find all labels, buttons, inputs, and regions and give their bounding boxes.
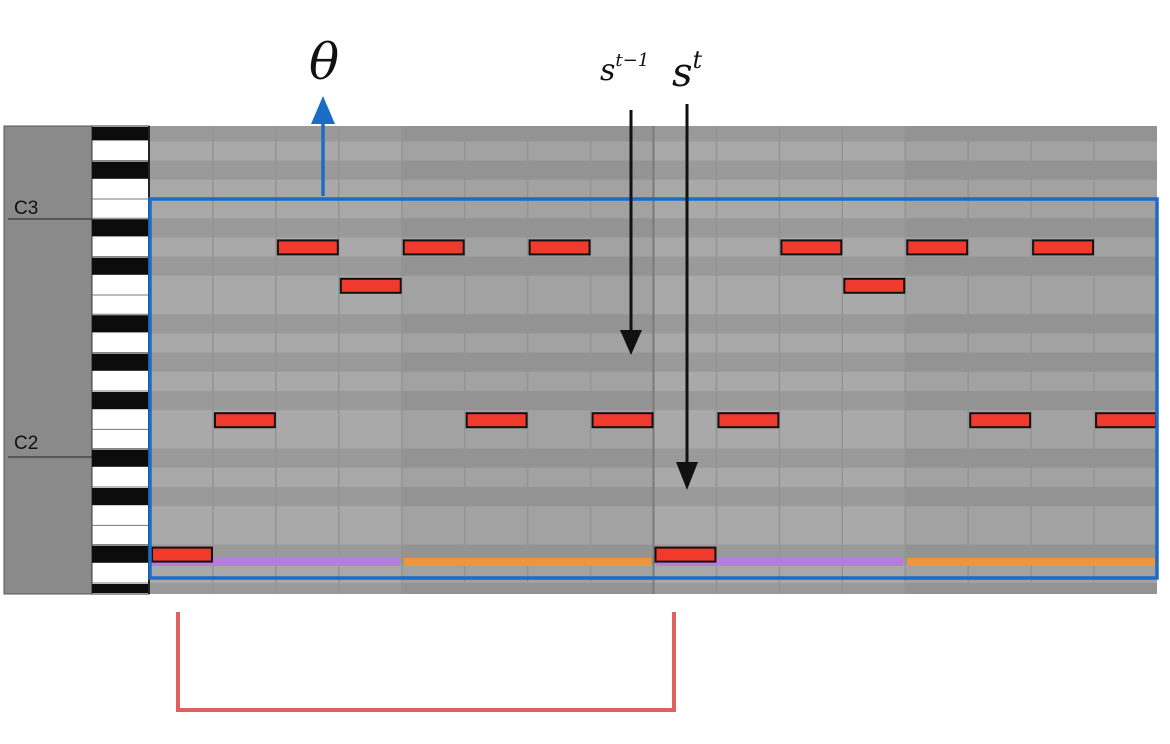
s-cur-label: st [672,46,703,96]
segment-bar-2 [655,558,904,566]
note [717,412,780,429]
segment-bar-3 [907,558,1155,566]
notes [151,239,1157,563]
note [591,412,654,429]
segment-bars [152,558,1155,566]
segment-bar-0 [152,558,400,566]
black-key [92,127,149,141]
theta-label: θ [309,33,339,91]
note [1095,412,1157,429]
note [906,239,969,256]
black-key [92,488,149,506]
note [969,412,1032,429]
octave-label-c3: C3 [14,198,38,219]
black-key [92,392,149,410]
note [465,412,528,429]
note [151,546,213,563]
black-key [92,353,149,371]
note [402,239,465,256]
black-key [92,545,149,563]
note [780,239,843,256]
window-bracket [176,612,676,712]
keyboard-sidebar [3,125,93,595]
octave-label-c2: C2 [14,433,38,454]
note [339,277,402,294]
note [654,546,717,563]
black-key [92,449,149,467]
theta-arrow [311,96,335,196]
context-box [148,197,1159,580]
note-grid [150,126,1157,594]
black-key [92,219,149,237]
segment-bar-1 [403,558,652,566]
piano-keys [91,125,150,595]
note [843,277,906,294]
note [1032,239,1095,256]
black-key [92,257,149,275]
black-key [92,584,149,593]
note [276,239,339,256]
note [528,239,591,256]
black-key [92,315,149,333]
s-prev-arrow [620,110,642,355]
s-prev-label: st−1 [600,50,649,88]
black-key [92,161,149,179]
note [213,412,276,429]
s-cur-arrow [676,104,698,490]
